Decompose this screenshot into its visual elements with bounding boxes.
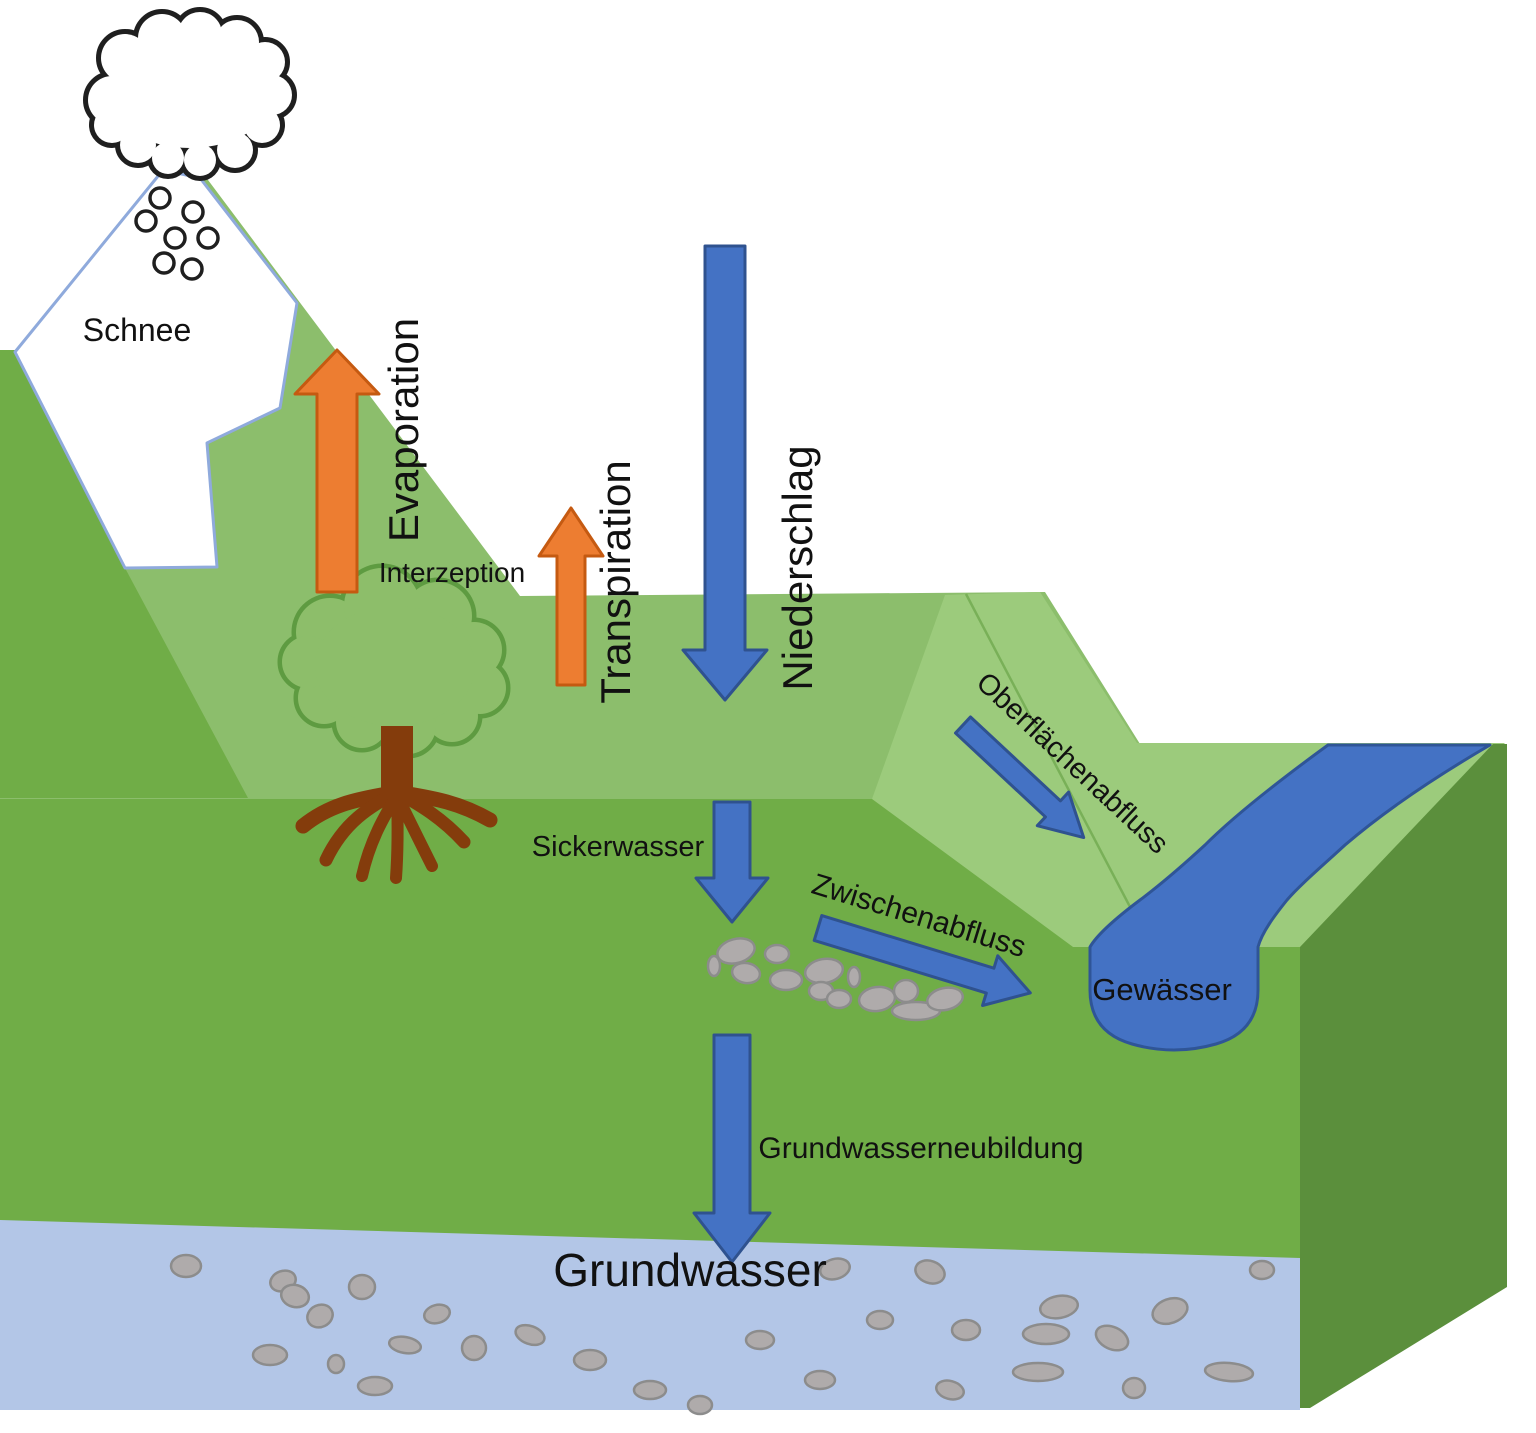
sickerwasser-arrow xyxy=(694,800,770,924)
side-face xyxy=(1300,744,1507,1408)
slope-fold-line xyxy=(964,593,1152,946)
stones-groundwater xyxy=(169,1253,1276,1416)
grundwasserneubildung-label: Grundwasserneubildung xyxy=(758,1132,1083,1165)
gewaesser-label: Gewässer xyxy=(1092,972,1232,1007)
niederschlag-arrow xyxy=(681,244,769,702)
interzeption-label: Interzeption xyxy=(379,557,525,588)
evaporation-label: Evaporation xyxy=(380,318,427,542)
snow-patch xyxy=(13,168,299,570)
transpiration-label: Transpiration xyxy=(592,460,639,704)
river-course xyxy=(1088,743,1492,1052)
cloud-icon xyxy=(83,7,297,181)
stones-interflow xyxy=(706,937,965,1022)
grundwasserneubildung-arrow xyxy=(692,1033,772,1264)
zwischenabfluss-arrow xyxy=(812,914,1032,1007)
mountain-left-facet xyxy=(0,350,248,798)
oberflaechenabfluss-arrow xyxy=(953,715,1086,840)
river xyxy=(1088,743,1492,1052)
arrows xyxy=(293,244,1086,1264)
terrain xyxy=(0,168,1507,1410)
tree-canopy xyxy=(277,563,511,759)
groundwater-layer xyxy=(0,1220,1300,1410)
transpiration-arrow xyxy=(537,506,605,687)
snowflake-icons xyxy=(134,186,220,281)
niederschlag-label: Niederschlag xyxy=(774,445,821,690)
schnee-label: Schnee xyxy=(83,312,192,348)
grundwasser-label: Grundwasser xyxy=(553,1244,827,1296)
valley-slope xyxy=(872,592,1505,947)
evaporation-arrow xyxy=(293,348,381,594)
tree-trunk xyxy=(381,726,413,798)
tree xyxy=(277,563,511,884)
sickerwasser-label: Sickerwasser xyxy=(532,831,705,863)
